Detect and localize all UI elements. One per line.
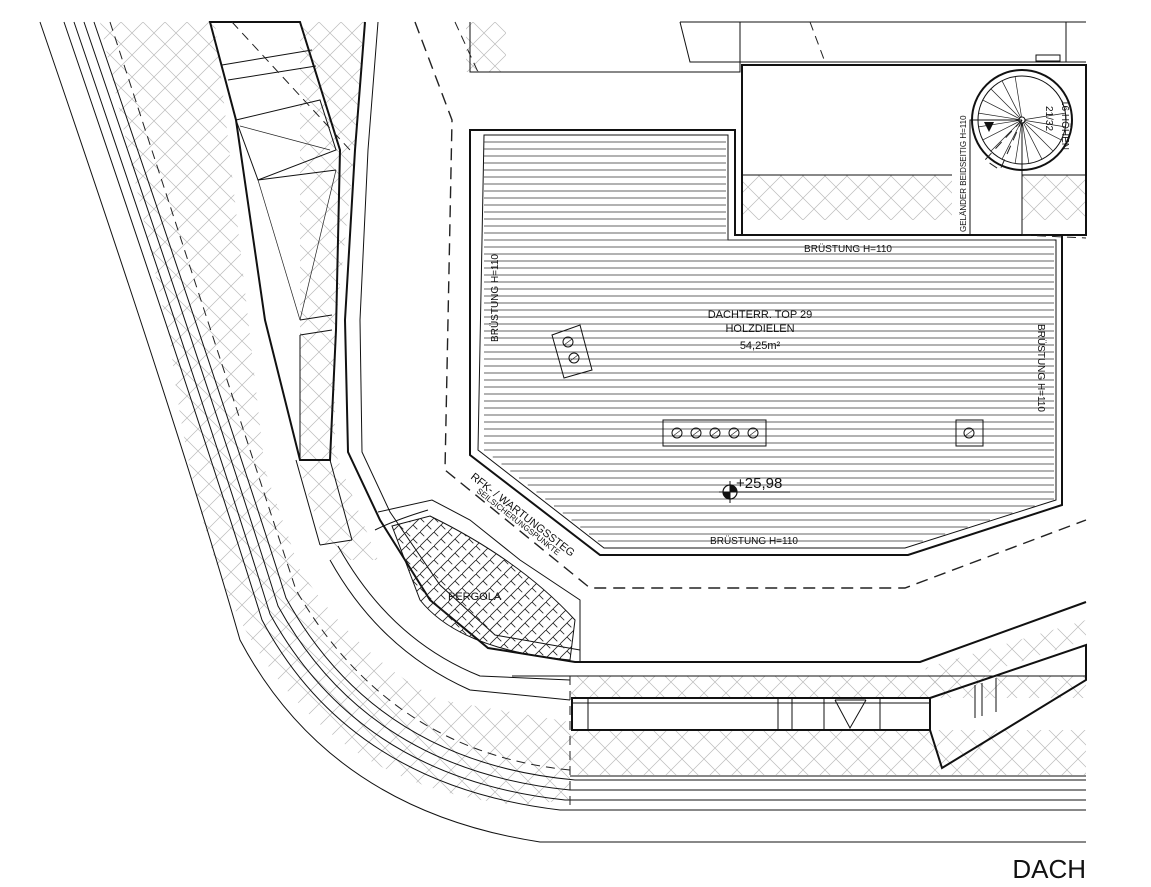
spiral-stair: 16 HÖHEN 21/32 GELÄNDER BEIDSEITIG H=110 (741, 64, 1087, 239)
stair-tread (982, 99, 1023, 121)
terrace-name: DACHTERR. TOP 29 (708, 309, 813, 321)
stair-tread (1021, 119, 1066, 128)
railing-label-left: BRÜSTUNG H=110 (489, 254, 501, 342)
stair-tread (1021, 119, 1054, 152)
stair-steps-label: 16 HÖHEN (1059, 100, 1071, 150)
dashed-line-top (454, 21, 479, 73)
stair-tread (1014, 76, 1023, 121)
railing-label-bottom: BRÜSTUNG H=110 (710, 535, 798, 547)
roof-drain (690, 427, 702, 439)
roof-drain (728, 427, 740, 439)
gravel-area-bottom (570, 620, 1086, 775)
walkway-sub-label: SEILSICHERUNGSPUNKTE (475, 486, 562, 557)
roof-drains (551, 324, 984, 447)
skylight-strip-bottom (512, 643, 1087, 810)
roof-drain (747, 427, 759, 439)
stair-tread (990, 88, 1023, 121)
stair-tread (1001, 80, 1023, 121)
stair-tread (1021, 119, 1062, 141)
floor-title: DACH (1012, 854, 1086, 884)
drain-group-center (662, 419, 767, 447)
level-label: +25,98 (736, 475, 782, 492)
facade-curves (39, 21, 1086, 843)
stair-tread (978, 119, 1023, 128)
drain-group-left (551, 324, 593, 379)
terrace-deck (469, 129, 1063, 556)
stair-ratio-label: 21/32 (1043, 106, 1054, 131)
terrace-labels: DACHTERR. TOP 29 HOLZDIELEN 54,25m² BRÜS… (489, 243, 1047, 547)
terrace-material: HOLZDIELEN (725, 323, 794, 335)
outer-dashed-line (414, 21, 1087, 589)
stair-tread (978, 112, 1023, 121)
railing-label-right: BRÜSTUNG H=110 (1035, 324, 1047, 412)
level-marker: +25,98 (719, 475, 790, 503)
pergola-label: PERGOLA (448, 591, 502, 603)
roof-drain (671, 427, 683, 439)
pergola: PERGOLA (391, 515, 576, 661)
stair-tread (1021, 112, 1066, 121)
stair-tread (1014, 119, 1023, 164)
terrace-area: 54,25m² (740, 340, 781, 352)
deck-boards (484, 141, 1054, 542)
stair-tread (982, 119, 1023, 141)
drain-single-right (955, 419, 984, 447)
stair-tread (1021, 119, 1030, 164)
gravel-area-top-right (466, 22, 1086, 220)
stair-tread (1001, 119, 1023, 160)
railing-label-top: BRÜSTUNG H=110 (804, 243, 892, 255)
roof-drain (709, 427, 721, 439)
stair-railing-label: GELÄNDER BEIDSEITIG H=110 (959, 115, 968, 232)
skylight-strip-left (208, 21, 353, 546)
stair-tread (1021, 119, 1043, 160)
